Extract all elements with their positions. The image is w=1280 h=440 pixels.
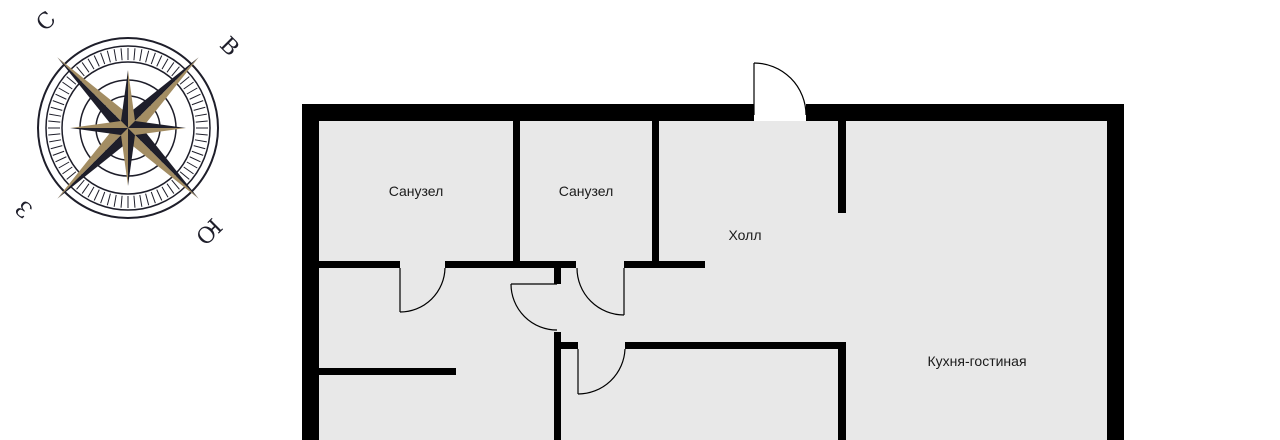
compass-tick [113, 194, 117, 207]
wall-hall-kitchen [838, 120, 846, 213]
compass-tick [76, 179, 85, 190]
compass-tick [76, 66, 85, 77]
wall-bedroom-top-right [625, 342, 846, 349]
compass-tick [161, 186, 169, 198]
compass-tick [93, 55, 100, 67]
compass-tick [156, 55, 163, 67]
compass-rose-icon: С В Ю З [11, 7, 244, 249]
compass-tick [66, 171, 77, 180]
compass-tick [139, 194, 143, 207]
compass-tick [49, 113, 62, 117]
compass-tick [186, 87, 198, 95]
compass-tick [93, 189, 100, 201]
outer-wall-left [302, 104, 319, 440]
compass-tick [133, 195, 136, 208]
compass-tick [189, 93, 201, 100]
compass-tick [106, 193, 111, 206]
compass-tick [58, 87, 70, 95]
wall-bath1-bottom-left [318, 261, 400, 268]
wall-bath2-hall [652, 120, 659, 266]
compass-tick [62, 166, 73, 175]
wall-corridor-lower [554, 332, 561, 440]
compass-tick [120, 195, 123, 208]
compass-tick [150, 52, 156, 65]
room-label-hall: Холл [728, 227, 762, 243]
compass-tick [183, 81, 194, 90]
compass-tick [52, 100, 65, 106]
room-label-kitchen-living: Кухня-гостиная [927, 353, 1027, 369]
room-label-bathroom-2: Санузел [558, 183, 614, 199]
compass-tick [171, 66, 180, 77]
compass-tick [194, 139, 207, 143]
compass-tick [161, 58, 169, 70]
compass-east-label: В [214, 33, 243, 62]
compass-tick [62, 81, 73, 90]
compass-tick [48, 133, 61, 136]
compass-tick [139, 49, 143, 62]
room-label-bathroom-1: Санузел [388, 183, 444, 199]
compass-west-label: З [11, 195, 38, 222]
floor-area [318, 120, 1108, 440]
compass-tick [100, 52, 106, 65]
compass-tick [191, 100, 204, 106]
compass-tick [81, 183, 90, 194]
compass-south-label: Ю [190, 213, 226, 249]
compass-tick [113, 49, 117, 62]
compass-tick [120, 48, 123, 61]
compass-north-label: С [32, 7, 62, 37]
compass-tick [100, 191, 106, 204]
compass-tick [87, 58, 95, 70]
compass-tick [194, 113, 207, 117]
compass-tick [150, 191, 156, 204]
compass-tick [179, 171, 190, 180]
wall-left-room-divider [318, 368, 456, 375]
compass-tick [193, 106, 206, 111]
compass-tick [156, 189, 163, 201]
compass-tick [193, 145, 206, 150]
compass-tick [145, 193, 150, 206]
compass-tick [49, 139, 62, 143]
compass-tick [58, 161, 70, 169]
door-corridor [510, 283, 558, 331]
outer-wall-top-right [806, 104, 1124, 121]
compass-tick [166, 183, 175, 194]
door-entrance [753, 62, 807, 121]
outer-wall-right [1107, 104, 1124, 440]
compass-tick [55, 93, 67, 100]
compass-tick [179, 76, 190, 85]
door-bedroom [577, 348, 626, 395]
door-bathroom-1 [399, 267, 446, 313]
wall-bath2-bottom-right [624, 261, 705, 268]
compass-tick [50, 145, 63, 150]
compass-tick [133, 48, 136, 61]
compass-tick [189, 156, 201, 163]
compass-tick [55, 156, 67, 163]
compass-tick [48, 120, 61, 123]
wall-bath1-bath2 [513, 120, 520, 266]
compass-tick [81, 62, 90, 73]
compass-tick [87, 186, 95, 198]
compass-tick [66, 76, 77, 85]
wall-corridor-upper [554, 266, 561, 284]
wall-bath1-bottom-right [445, 261, 576, 268]
compass-tick [195, 133, 208, 136]
compass-tick [183, 166, 194, 175]
compass-tick [186, 161, 198, 169]
outer-wall-top-left [302, 104, 754, 121]
floorplan-layout [302, 62, 1124, 440]
compass-tick [106, 50, 111, 63]
compass-tick [195, 120, 208, 123]
compass-tick [171, 179, 180, 190]
wall-kitchen-left-lower [838, 342, 846, 440]
door-bathroom-2 [576, 267, 625, 316]
compass-tick [50, 106, 63, 111]
compass-tick [145, 50, 150, 63]
wall-bedroom-top-left [561, 342, 578, 349]
compass-tick [166, 62, 175, 73]
compass-tick [191, 150, 204, 156]
compass-tick [52, 150, 65, 156]
